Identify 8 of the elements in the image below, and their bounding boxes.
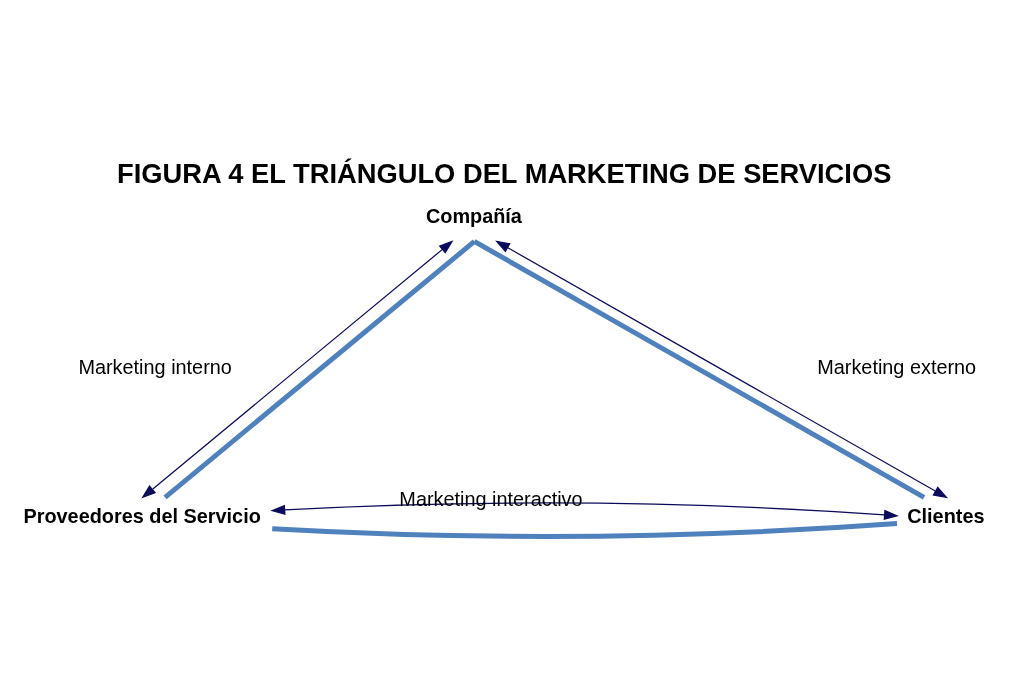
diagram-title: FIGURA 4 EL TRIÁNGULO DEL MARKETING DE SERVICIOS [116, 157, 892, 189]
node-text: Clientes [907, 505, 985, 528]
node-text: Proveedores del Servicio [23, 505, 261, 528]
edge-label: Marketing interno [78, 356, 232, 379]
connector [272, 521, 898, 539]
edge-label: Marketing externo [817, 356, 977, 379]
node-text: Compañía [425, 204, 522, 227]
arrow [270, 502, 899, 521]
